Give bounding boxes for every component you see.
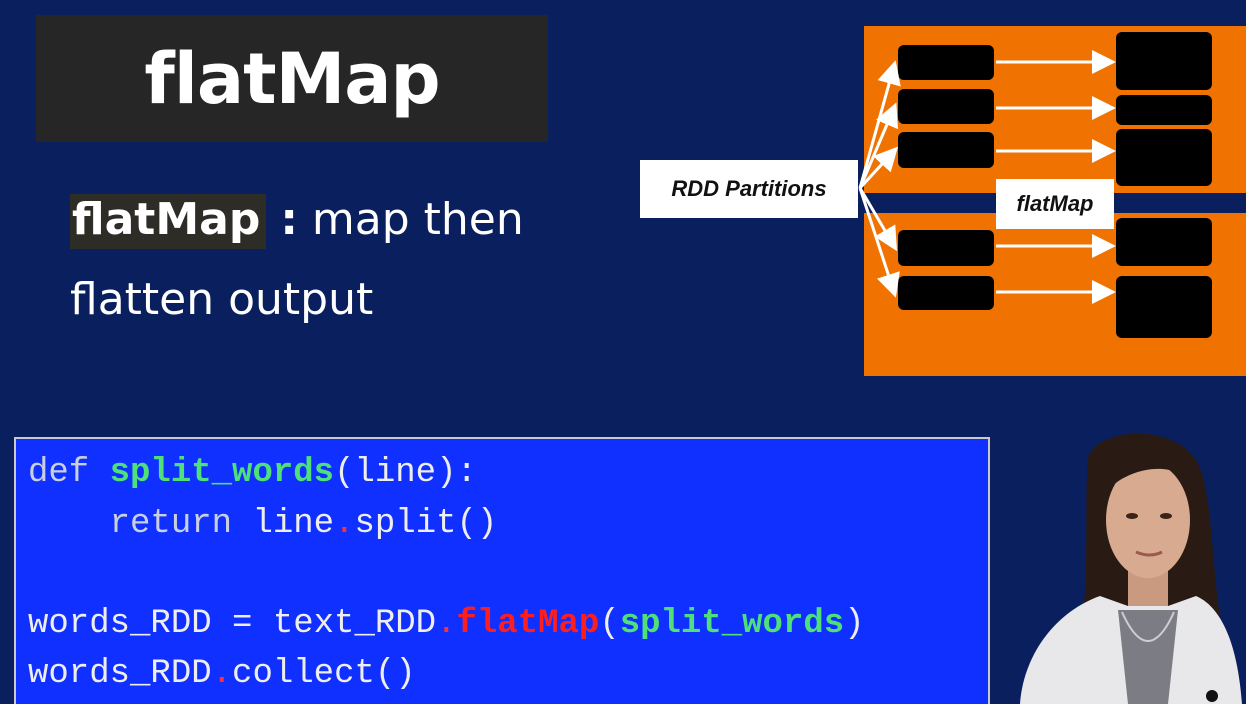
code-open-paren: ( xyxy=(599,605,620,643)
code-params: (line): xyxy=(334,454,477,492)
code-flatmap-method: flatMap xyxy=(456,605,600,643)
output-partition-3 xyxy=(1116,129,1212,186)
presenter-video xyxy=(1000,420,1246,704)
output-partition-2 xyxy=(1116,95,1212,125)
input-partition-4 xyxy=(898,230,994,266)
code-line-1: def split_words(line): xyxy=(28,456,477,490)
code-split-call: split() xyxy=(354,505,498,543)
code-words-rdd: words_RDD xyxy=(28,655,212,693)
definition-text-2: flatten output xyxy=(70,274,374,325)
output-partition-5 xyxy=(1116,276,1212,338)
code-line-5: words_RDD.collect() xyxy=(28,657,416,691)
code-panel: def split_words(line): return line.split… xyxy=(14,437,990,704)
code-collect-call: collect() xyxy=(232,655,416,693)
slide-title: flatMap xyxy=(144,37,440,120)
output-partition-4 xyxy=(1116,218,1212,266)
rdd-partitions-label: RDD Partitions xyxy=(640,160,858,218)
flatmap-operation-label: flatMap xyxy=(996,179,1114,229)
code-function-name: split_words xyxy=(109,454,335,492)
input-partition-1 xyxy=(898,45,994,80)
code-object-line: line xyxy=(252,505,335,543)
output-partition-1 xyxy=(1116,32,1212,90)
input-partition-3 xyxy=(898,132,994,168)
code-indent xyxy=(28,505,110,543)
definition-colon: : xyxy=(280,194,298,245)
definition-term: flatMap xyxy=(70,194,267,249)
definition-line-1: flatMap : map then xyxy=(70,194,524,249)
slide-title-box: flatMap xyxy=(36,15,548,142)
code-keyword-return: return xyxy=(109,505,253,543)
code-close-paren: ) xyxy=(844,605,865,643)
presenter-figure xyxy=(1020,433,1242,704)
code-dot: . xyxy=(334,505,355,543)
flatmap-diagram: RDD Partitions flatMap xyxy=(640,26,1246,378)
code-function-arg: split_words xyxy=(619,605,845,643)
code-keyword-def: def xyxy=(28,454,110,492)
code-assignment: words_RDD = text_RDD xyxy=(28,605,437,643)
code-dot: . xyxy=(436,605,457,643)
input-partition-2 xyxy=(898,89,994,124)
input-partition-5 xyxy=(898,276,994,310)
definition-text-1: map then xyxy=(311,194,524,245)
code-dot: . xyxy=(211,655,233,693)
definition-line-2: flatten output xyxy=(70,278,373,322)
diagram-arrows xyxy=(858,50,1116,304)
code-line-4: words_RDD = text_RDD.flatMap(split_words… xyxy=(28,607,865,641)
code-line-2: return line.split() xyxy=(28,505,498,543)
